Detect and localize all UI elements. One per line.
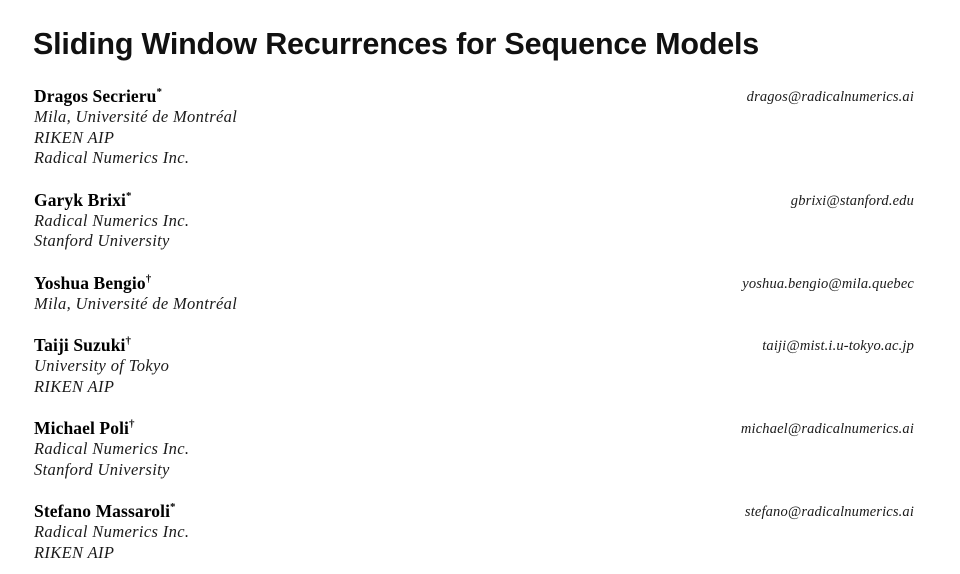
author-affiliation: Radical Numerics Inc. bbox=[34, 439, 190, 458]
author-affiliation: Radical Numerics Inc. bbox=[34, 148, 190, 167]
author-email[interactable]: dragos@radicalnumerics.ai bbox=[746, 89, 914, 105]
author-email[interactable]: gbrixi@stanford.edu bbox=[790, 192, 914, 209]
author-affiliation: Radical Numerics Inc. bbox=[34, 210, 190, 230]
author-name-text: Stefano Massaroli bbox=[34, 501, 171, 521]
author-name: Taiji Suzuki† bbox=[34, 335, 914, 356]
author-footnote-marker: * bbox=[126, 189, 132, 202]
author-name-text: Yoshua Bengio bbox=[34, 272, 146, 293]
author-affiliation: Mila, Université de Montréal bbox=[34, 293, 238, 313]
author-email[interactable]: michael@radicalnumerics.ai bbox=[740, 421, 914, 437]
page-title: Sliding Window Recurrences for Sequence … bbox=[33, 27, 760, 62]
author-footnote-marker: † bbox=[125, 335, 132, 348]
author-block: Stefano Massaroli*Radical Numerics Inc.R… bbox=[0, 501, 960, 563]
author-name-text: Taiji Suzuki bbox=[34, 335, 126, 355]
author-name-text: Michael Poli bbox=[34, 418, 129, 438]
author-email[interactable]: stefano@radicalnumerics.ai bbox=[744, 504, 914, 520]
author-footnote-marker: † bbox=[129, 418, 135, 431]
author-affiliation: RIKEN AIP bbox=[34, 376, 115, 396]
author-name-text: Dragos Secrieru bbox=[34, 86, 157, 106]
author-name: Stefano Massaroli* bbox=[34, 501, 914, 522]
author-affiliation: Mila, Université de Montréal bbox=[34, 107, 238, 126]
author-name: Garyk Brixi* bbox=[34, 190, 914, 211]
author-affiliation: Stanford University bbox=[34, 459, 170, 479]
author-name: Yoshua Bengio† bbox=[34, 273, 914, 294]
author-block: Michael Poli†Radical Numerics Inc.Stanfo… bbox=[0, 418, 960, 480]
author-block: Dragos Secrieru*Mila, Université de Mont… bbox=[0, 86, 960, 169]
author-email[interactable]: taiji@mist.i.u-tokyo.ac.jp bbox=[762, 338, 914, 354]
author-footnote-marker: * bbox=[170, 501, 176, 514]
author-affiliation: University of Tokyo bbox=[34, 356, 170, 375]
author-email[interactable]: yoshua.bengio@mila.quebec bbox=[742, 275, 914, 292]
author-name: Michael Poli† bbox=[34, 418, 914, 439]
author-footnote-marker: † bbox=[145, 272, 152, 285]
author-affiliation: Stanford University bbox=[34, 231, 170, 250]
author-affiliation: RIKEN AIP bbox=[34, 127, 115, 147]
author-footnote-marker: * bbox=[156, 86, 163, 99]
author-affiliation: RIKEN AIP bbox=[34, 542, 115, 562]
author-name: Dragos Secrieru* bbox=[34, 86, 914, 107]
author-block: Garyk Brixi*Radical Numerics Inc.Stanfor… bbox=[0, 190, 960, 252]
author-affiliation: Radical Numerics Inc. bbox=[34, 522, 190, 541]
author-list: Dragos Secrieru*Mila, Université de Mont… bbox=[0, 86, 960, 563]
author-name-text: Garyk Brixi bbox=[34, 189, 127, 210]
author-block: Yoshua Bengio†Mila, Université de Montré… bbox=[0, 273, 960, 315]
